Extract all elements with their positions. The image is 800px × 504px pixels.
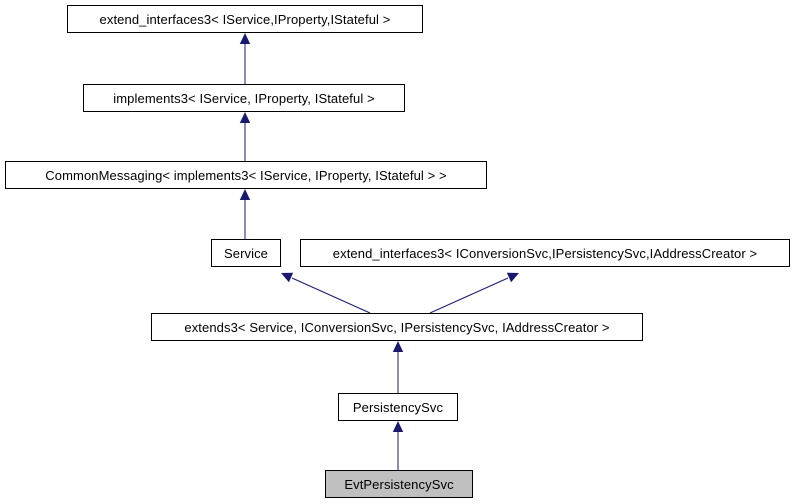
- class-node-label: PersistencySvc: [352, 399, 444, 415]
- class-node-extends3[interactable]: extends3< Service, IConversionSvc, IPers…: [151, 313, 643, 341]
- class-node-implements3[interactable]: implements3< IService, IProperty, IState…: [83, 84, 405, 112]
- arrowhead-icon: [239, 33, 251, 44]
- inheritance-edge: [281, 272, 371, 314]
- class-node-label: extend_interfaces3< IConversionSvc,IPers…: [332, 245, 758, 261]
- class-node-extend-interfaces3-conversion[interactable]: extend_interfaces3< IConversionSvc,IPers…: [300, 239, 790, 267]
- inheritance-edge: [239, 112, 251, 161]
- inheritance-edge: [392, 341, 404, 393]
- class-node-service[interactable]: Service: [211, 239, 281, 267]
- inheritance-edge: [429, 272, 519, 314]
- arrowhead-icon: [392, 341, 404, 352]
- arrowhead-icon: [392, 421, 404, 432]
- arrowhead-icon: [506, 272, 519, 283]
- class-node-label: extends3< Service, IConversionSvc, IPers…: [184, 319, 610, 335]
- class-node-label: Service: [223, 245, 269, 261]
- inheritance-edge: [239, 189, 251, 239]
- inheritance-edge: [239, 33, 251, 84]
- class-node-label: extend_interfaces3< IService,IProperty,I…: [99, 11, 391, 27]
- arrowhead-icon: [281, 272, 294, 283]
- class-node-evt-persistency-svc[interactable]: EvtPersistencySvc: [325, 470, 473, 498]
- class-node-label: CommonMessaging< implements3< IService, …: [45, 167, 447, 183]
- class-node-label: EvtPersistencySvc: [344, 476, 454, 492]
- class-node-label: implements3< IService, IProperty, IState…: [113, 90, 375, 106]
- arrowhead-icon: [239, 189, 251, 200]
- arrowhead-icon: [239, 112, 251, 123]
- class-node-extend-interfaces3-service[interactable]: extend_interfaces3< IService,IProperty,I…: [67, 5, 423, 33]
- class-node-persistency-svc[interactable]: PersistencySvc: [338, 393, 458, 421]
- inheritance-edge: [392, 421, 404, 470]
- class-node-common-messaging[interactable]: CommonMessaging< implements3< IService, …: [5, 161, 487, 189]
